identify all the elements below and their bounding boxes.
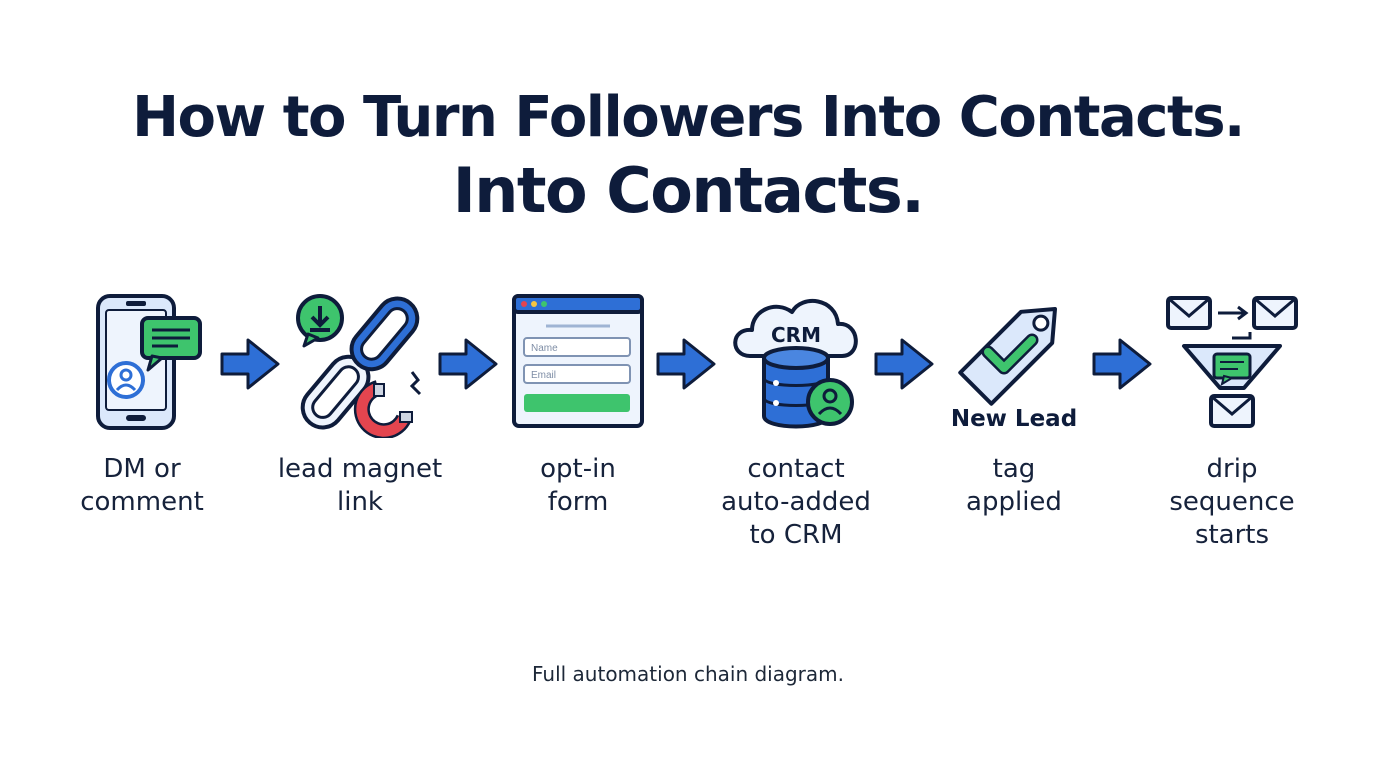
crm-database-icon: CRM <box>733 299 858 429</box>
arrow-right-icon <box>656 338 716 390</box>
arrow-right-icon <box>220 338 280 390</box>
arrow-right-icon <box>1092 338 1152 390</box>
email-field: Email <box>531 370 556 381</box>
phone-chat-icon <box>96 294 202 430</box>
page-title-line-2: Into Contacts. <box>452 154 925 227</box>
email-funnel-icon <box>1166 296 1298 428</box>
name-field: Name <box>531 343 558 354</box>
arrow-right-icon <box>438 338 498 390</box>
crm-text: CRM <box>771 323 821 347</box>
arrow-right-icon <box>874 338 934 390</box>
chain-link-magnet-icon <box>296 294 422 438</box>
form-window-icon: Name Email <box>512 294 644 428</box>
page-title: How to Turn Followers Into Contacts. <box>132 85 1245 150</box>
tag-check-icon: New Lead <box>951 306 1077 432</box>
diagram-caption: Full automation chain diagram. <box>531 662 844 686</box>
tag-text: New Lead <box>951 406 1077 432</box>
